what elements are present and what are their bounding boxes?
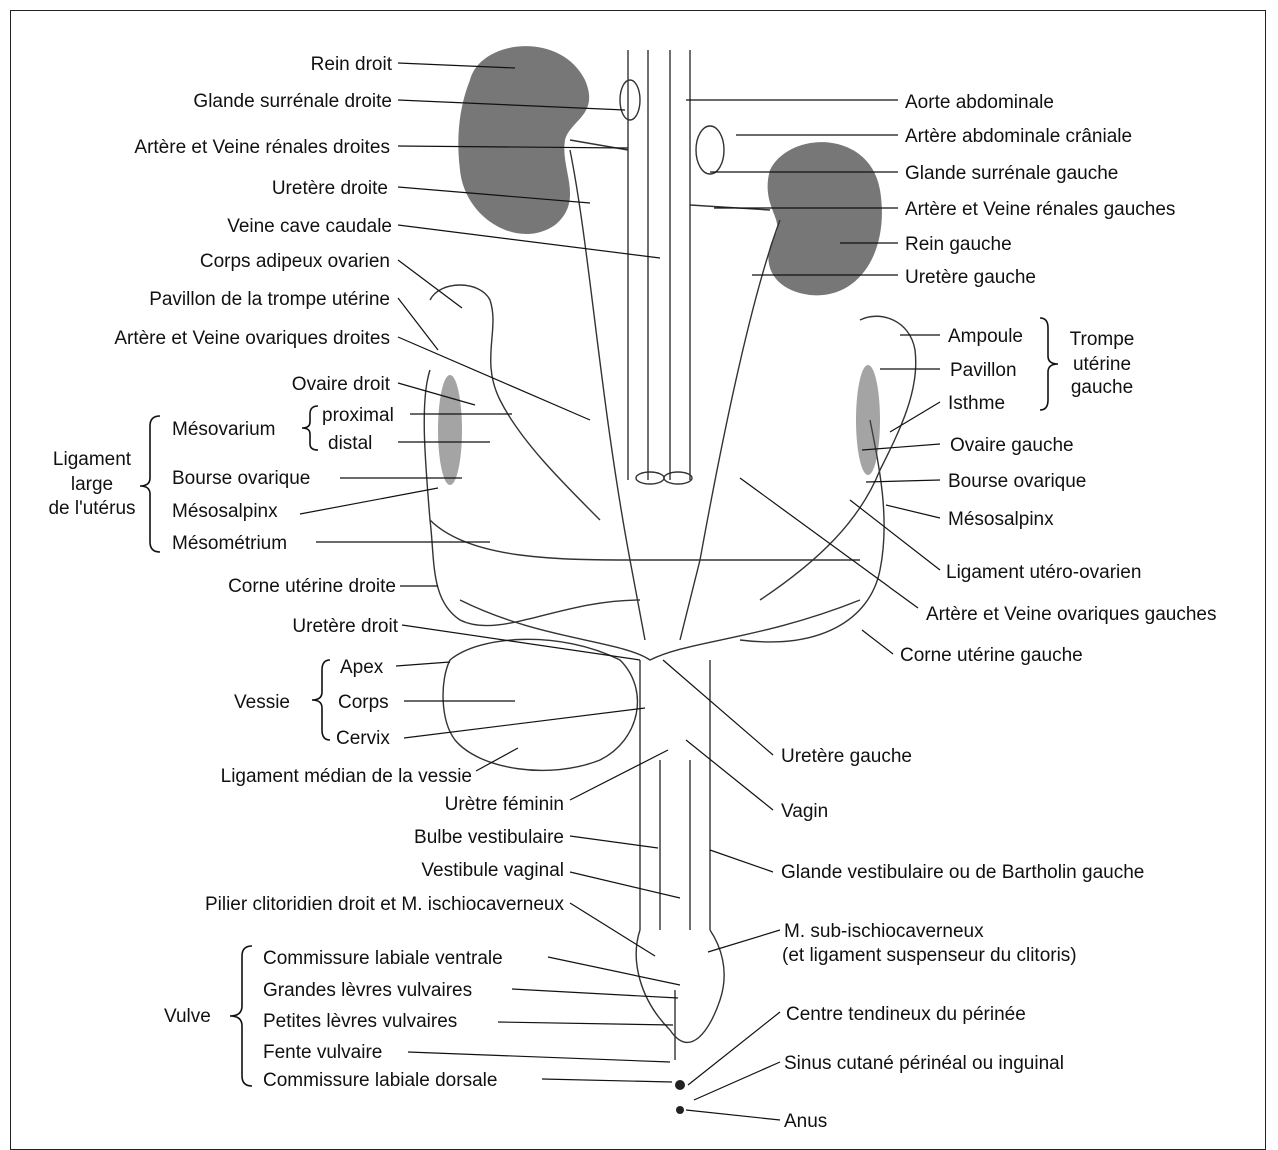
label-veine-cave-caudale: Veine cave caudale — [227, 216, 392, 237]
label-trompe: Trompe — [1070, 329, 1135, 350]
label-uretre-feminin: Urètre féminin — [445, 794, 564, 815]
label-mesosalpinx-gauche: Mésosalpinx — [948, 509, 1054, 530]
label-vestibule-vaginal: Vestibule vaginal — [421, 860, 564, 881]
label-artere-veine-ovariques-gauches: Artère et Veine ovariques gauches — [926, 604, 1216, 625]
label-isthme: Isthme — [948, 393, 1005, 414]
bracket-mesovarium — [302, 406, 318, 450]
label-sinus-cutane: Sinus cutané périnéal ou inguinal — [784, 1053, 1064, 1074]
label-de-l-uterus: de l'utérus — [48, 498, 135, 519]
label-uretere-droite: Uretère droite — [272, 178, 388, 199]
label-glande-surrenale-gauche: Glande surrénale gauche — [905, 163, 1118, 184]
label-ovaire-gauche: Ovaire gauche — [950, 435, 1074, 456]
label-corne-uterine-droite: Corne utérine droite — [228, 576, 396, 597]
label-uretere-droit: Uretère droit — [292, 616, 398, 637]
label-pavillon-trompe-uterine: Pavillon de la trompe utérine — [149, 289, 390, 310]
label-rein-droit: Rein droit — [311, 54, 393, 75]
label-uretere-gauche-top: Uretère gauche — [905, 267, 1036, 288]
label-rein-gauche: Rein gauche — [905, 234, 1012, 255]
label-pavillon: Pavillon — [950, 360, 1017, 381]
bracket-trompe — [1040, 318, 1058, 410]
label-m-sub-ischiocaverneux: M. sub-ischiocaverneux — [784, 921, 984, 942]
label-ligament-median-vessie: Ligament médian de la vessie — [221, 766, 472, 787]
label-vulve: Vulve — [164, 1006, 211, 1027]
label-artere-veine-ovariques-droites: Artère et Veine ovariques droites — [114, 328, 390, 349]
label-bourse-ovarique-droite: Bourse ovarique — [172, 468, 310, 489]
label-distal: distal — [328, 433, 372, 454]
label-mesosalpinx-droit: Mésosalpinx — [172, 501, 278, 522]
label-uterine: utérine — [1073, 354, 1131, 375]
bracket-ligament-large — [140, 416, 160, 552]
label-ligament-utero-ovarien: Ligament utéro-ovarien — [946, 562, 1141, 583]
label-large: large — [71, 474, 113, 495]
label-mesovarium: Mésovarium — [172, 419, 275, 440]
label-grandes-levres: Grandes lèvres vulvaires — [263, 980, 472, 1001]
label-commissure-labiale-dorsale: Commissure labiale dorsale — [263, 1070, 497, 1091]
label-glande-surrenale-droite: Glande surrénale droite — [193, 91, 392, 112]
label-bourse-ovarique-gauche: Bourse ovarique — [948, 471, 1086, 492]
label-ampoule: Ampoule — [948, 326, 1023, 347]
label-proximal: proximal — [322, 405, 394, 426]
label-centre-tendineux: Centre tendineux du périnée — [786, 1004, 1026, 1025]
label-gauche: gauche — [1071, 377, 1133, 398]
label-artere-veine-renales-gauches: Artère et Veine rénales gauches — [905, 199, 1175, 220]
label-ligament: Ligament — [53, 449, 132, 470]
label-ligament-suspenseur: (et ligament suspenseur du clitoris) — [782, 945, 1077, 966]
label-vessie: Vessie — [234, 692, 290, 713]
label-uretere-gauche-bottom: Uretère gauche — [781, 746, 912, 767]
label-glande-vestibulaire: Glande vestibulaire ou de Bartholin gauc… — [781, 862, 1144, 883]
label-corne-uterine-gauche: Corne utérine gauche — [900, 645, 1083, 666]
label-corps-adipeux-ovarien: Corps adipeux ovarien — [200, 251, 390, 272]
label-artere-veine-renales-droites: Artère et Veine rénales droites — [134, 137, 390, 158]
label-cervix: Cervix — [336, 728, 390, 749]
label-fente-vulvaire: Fente vulvaire — [263, 1042, 382, 1063]
label-commissure-labiale-ventrale: Commissure labiale ventrale — [263, 948, 503, 969]
label-corps: Corps — [338, 692, 389, 713]
label-anus: Anus — [784, 1111, 827, 1132]
label-pilier-clitoridien: Pilier clitoridien droit et M. ischiocav… — [205, 894, 565, 915]
label-mesometrium: Mésométrium — [172, 533, 287, 554]
bracket-vulve — [230, 946, 252, 1086]
label-vagin: Vagin — [781, 801, 828, 822]
label-ovaire-droit: Ovaire droit — [292, 374, 391, 395]
label-petites-levres: Petites lèvres vulvaires — [263, 1011, 457, 1032]
bracket-vessie — [312, 660, 330, 740]
label-bulbe-vestibulaire: Bulbe vestibulaire — [414, 827, 564, 848]
label-artere-abdominale-craniale: Artère abdominale crâniale — [905, 126, 1132, 147]
label-apex: Apex — [340, 657, 384, 678]
label-aorte-abdominale: Aorte abdominale — [905, 92, 1054, 113]
